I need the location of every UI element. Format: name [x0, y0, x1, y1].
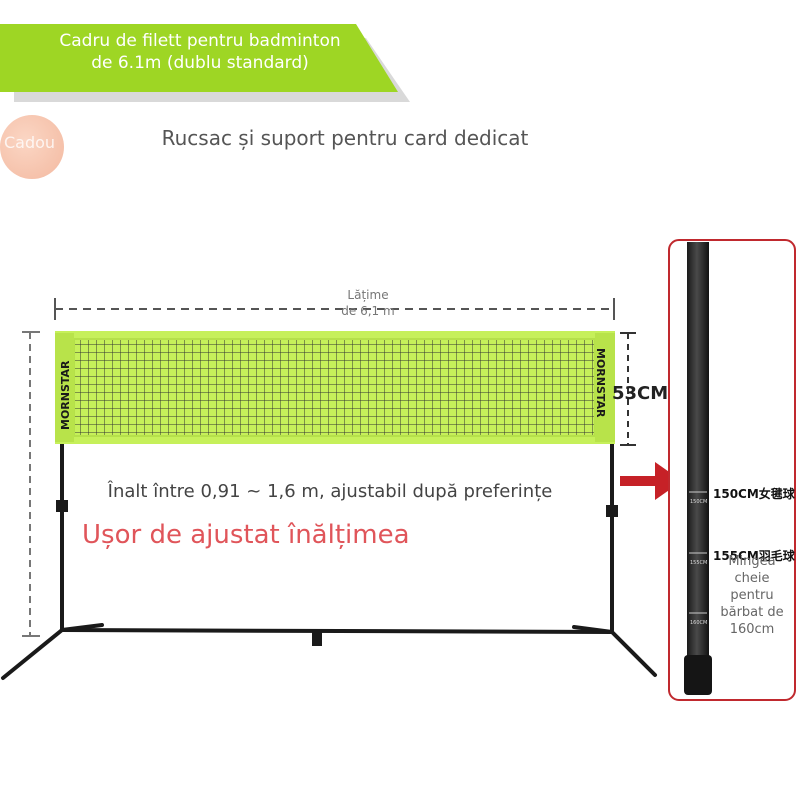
net — [55, 331, 615, 444]
svg-text:MORNSTAR: MORNSTAR — [594, 348, 607, 418]
svg-text:MORNSTAR: MORNSTAR — [59, 360, 72, 430]
svg-text:150CM: 150CM — [690, 499, 707, 505]
pole-detail-panel: 150CM 155CM 160CM — [668, 239, 796, 701]
pole-mark-150: 150CM女毽球 — [713, 487, 795, 501]
easy-adjust-text: Ușor de ajustat înălțimea — [82, 520, 410, 550]
svg-text:155CM: 155CM — [690, 560, 707, 566]
banner-title-line1: Cadru de filett pentru badminton — [59, 31, 341, 51]
net-height-label: 53CM — [612, 383, 669, 404]
net-height-dimension — [620, 332, 636, 446]
pole-mark-155: 155CM羽毛球 — [713, 549, 795, 563]
width-value: de 6,1 m — [341, 304, 395, 318]
accessory-text: Rucsac și suport pentru card dedicat — [161, 126, 529, 150]
ball-key-text: Mingea cheie pentru bărbat de 160cm — [720, 554, 784, 637]
brand-logo: MORNSTAR MORNSTAR — [59, 348, 607, 430]
title-banner — [0, 24, 410, 102]
width-label: Lățime — [347, 288, 389, 302]
net-frame — [1, 438, 657, 680]
gift-badge — [0, 115, 64, 179]
width-dimension — [54, 298, 615, 320]
gift-label: Cadou — [4, 133, 56, 152]
total-height-dimension — [22, 331, 40, 637]
svg-text:160CM: 160CM — [690, 620, 707, 626]
height-range-text: Înalt între 0,91 ~ 1,6 m, ajustabil după… — [70, 481, 590, 502]
banner-title-line2: de 6.1m (dublu standard) — [91, 53, 309, 73]
